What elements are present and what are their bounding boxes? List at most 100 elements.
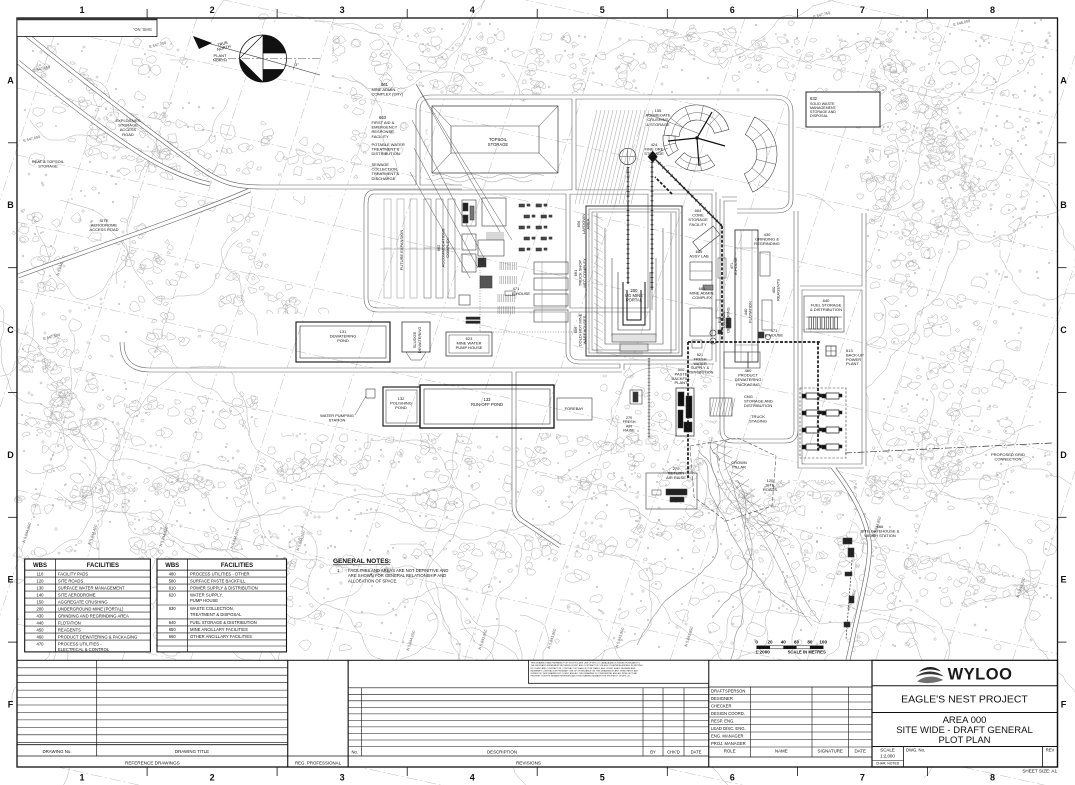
svg-text:CNG: CNG [744,394,753,399]
svg-text:132: 132 [398,396,405,401]
svg-text:ACCESS ROAD: ACCESS ROAD [89,227,118,232]
svg-text:E 547,600: E 547,600 [23,135,41,143]
svg-text:2: 2 [210,5,215,15]
svg-text:NAME: NAME [775,749,788,754]
svg-text:AGGREGATE CRUSHING: AGGREGATE CRUSHING [58,599,108,604]
svg-text:FUTURE EXPANSION: FUTURE EXPANSION [399,230,404,270]
svg-text:CHECKER: CHECKER [711,703,731,708]
svg-text:N 5,844,200: N 5,844,200 [230,528,240,549]
svg-text:& STORAGE: & STORAGE [646,122,670,127]
svg-text:DEWATERING: DEWATERING [735,377,762,382]
svg-text:RAISE: RAISE [623,429,635,433]
svg-text:FIRST AID &: FIRST AID & [372,120,395,125]
svg-text:E-HOUSE: E-HOUSE [512,291,531,296]
svg-text:WBS: WBS [165,563,179,569]
svg-text:SURFACE WATER MANAGEMENT: SURFACE WATER MANAGEMENT [58,585,125,590]
svg-text:610: 610 [169,585,177,590]
svg-text:N 5,844,300: N 5,844,300 [159,526,169,547]
svg-text:270: 270 [673,466,680,471]
svg-text:FOREBAY: FOREBAY [565,406,584,411]
svg-text:N 5,843,900: N 5,843,900 [547,628,557,649]
svg-text:N 5,843,900: N 5,843,900 [615,627,625,648]
svg-text:FUEL STORAGE & DISTRIBUTION: FUEL STORAGE & DISTRIBUTION [190,620,257,625]
svg-text:CRUSHING: CRUSHING [647,117,668,122]
svg-text:RESPONSE: RESPONSE [372,129,395,134]
svg-text:PROJ. MANAGER: PROJ. MANAGER [711,741,746,746]
svg-text:THIS DRAWING WAS PREPARED FOR: THIS DRAWING WAS PREPARED FOR TITLE HOLD… [531,662,641,665]
svg-text:580: 580 [169,578,177,583]
svg-text:270: 270 [626,416,632,420]
svg-text:DEWATERING: DEWATERING [726,307,730,332]
svg-text:EAGLE'S NEST PROJECT: EAGLE'S NEST PROJECT [901,694,1028,706]
svg-text:8: 8 [990,773,995,783]
svg-text:130: 130 [37,585,45,590]
svg-text:INDEMNIFY CONTRACTOR FROM ANY: INDEMNIFY CONTRACTOR FROM ANY USE OF OR … [531,669,639,672]
svg-text:RUN-OFF POND: RUN-OFF POND [471,402,503,407]
svg-text:DESCRIPTION: DESCRIPTION [487,749,517,754]
svg-text:D: D [7,450,14,460]
svg-text:PLANT: PLANT [675,380,688,385]
svg-text:FACILITIES: FACILITIES [87,563,119,569]
svg-text:POWER SUPPLY & DISTRIBUTION: POWER SUPPLY & DISTRIBUTION [190,585,258,590]
svg-text:STORAGE: STORAGE [644,151,664,156]
svg-text:E: E [7,575,13,585]
svg-text:FACILITIES: FACILITIES [221,563,253,569]
svg-text:SITE AERODROME: SITE AERODROME [58,592,96,597]
svg-text:3: 3 [340,773,345,783]
svg-text:SITE GATEHOUSE &: SITE GATEHOUSE & [861,529,900,534]
svg-text:D: D [1060,450,1067,460]
svg-text:GENERAL NOTES:: GENERAL NOTES: [333,558,391,565]
svg-text:FACILITIES AND AREAS ARE NOT D: FACILITIES AND AREAS ARE NOT DEFINITIVE … [348,568,448,573]
svg-text:TRUE: TRUE [217,40,229,48]
svg-text:4: 4 [470,773,475,783]
svg-text:STATION: STATION [329,418,346,423]
svg-text:DISTRIBUTION: DISTRIBUTION [687,371,714,375]
svg-text:MINE ADMIN.: MINE ADMIN. [372,87,397,92]
svg-text:ACCESS: ACCESS [120,127,137,132]
svg-text:E 547,500: E 547,500 [43,333,61,341]
svg-text:PROPERTY RIGHTS REMAIN RESERVE: PROPERTY RIGHTS REMAIN RESERVED AND THIS… [531,674,632,677]
svg-text:E: E [1060,575,1066,585]
svg-text:200: 200 [37,606,45,611]
svg-text:1.: 1. [337,568,341,573]
svg-text:COMPLEX: COMPLEX [692,295,712,300]
svg-text:20: 20 [767,640,773,645]
svg-text:FACILITY: FACILITY [372,134,390,139]
svg-text:LEAD DISC. ENG.: LEAD DISC. ENG. [711,726,746,731]
svg-text:PILLAR: PILLAR [732,465,746,470]
svg-text:GRINDING AND REGRINDING AREA: GRINDING AND REGRINDING AREA [58,613,129,618]
svg-text:E 547,700: E 547,700 [149,41,167,49]
svg-text:DISTRIBUTION: DISTRIBUTION [372,151,400,156]
svg-text:7: 7 [860,5,865,15]
svg-text:FLOTATION: FLOTATION [748,301,753,323]
svg-text:COMPLEX (DRY): COMPLEX (DRY) [372,92,404,97]
svg-text:630: 630 [169,606,177,611]
svg-text:110: 110 [37,571,44,576]
svg-text:& DISTRIBUTION: & DISTRIBUTION [810,307,842,312]
svg-text:A: A [1060,75,1067,85]
svg-text:TREATMENT &: TREATMENT & [372,171,400,176]
svg-text:FACILITY PADS: FACILITY PADS [58,571,89,576]
svg-text:LAYDOWN: LAYDOWN [581,214,586,234]
svg-text:450: 450 [771,286,776,293]
svg-text:471: 471 [730,263,734,269]
svg-text:661: 661 [573,269,578,276]
svg-text:SEWAGE: SEWAGE [372,162,390,167]
svg-text:155: 155 [655,108,662,113]
svg-text:PRODUCT DEWATERING & PACKAGING: PRODUCT DEWATERING & PACKAGING [58,634,137,639]
svg-text:632: 632 [810,96,818,101]
svg-text:664: 664 [695,208,702,213]
svg-text:MINE ADMIN.: MINE ADMIN. [690,291,715,296]
svg-text:3°: 3° [295,63,299,67]
svg-text:PROPOSED GRID: PROPOSED GRID [991,452,1025,457]
svg-text:PUMP HOUSE: PUMP HOUSE [190,598,218,603]
svg-text:RESP. ENG.: RESP. ENG. [711,718,734,723]
svg-text:E 547,650: E 547,650 [33,65,51,73]
svg-text:CHAR. NOTED: CHAR. NOTED [876,762,900,766]
svg-text:DRAWING TITLE: DRAWING TITLE [175,749,209,754]
svg-text:621: 621 [697,353,703,357]
svg-text:B: B [1060,200,1067,210]
svg-text:EMERGENCY: EMERGENCY [372,125,398,130]
svg-text:3: 3 [340,5,345,15]
svg-text:FINE ORE: FINE ORE [645,147,664,152]
